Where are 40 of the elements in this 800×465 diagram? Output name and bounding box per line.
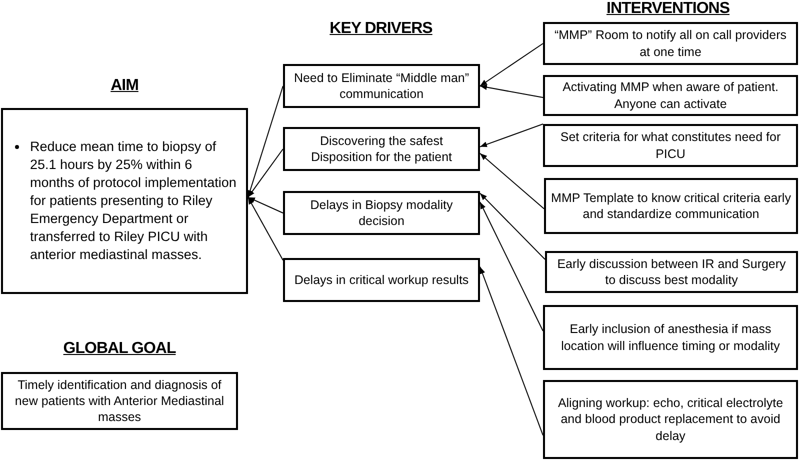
node-text: Early discussion between IR and Surgery to discuss best modality (556, 256, 787, 288)
column-heading: KEY DRIVERS (330, 20, 432, 38)
arrow (480, 84, 544, 98)
text-box (544, 178, 798, 234)
text-box (1, 108, 248, 294)
text-box (283, 64, 480, 108)
node-text: Discovering the safest Disposition for the patient (310, 132, 454, 166)
text-box (543, 380, 798, 459)
text-box (283, 258, 480, 302)
arrow (248, 196, 284, 214)
text-box (543, 75, 798, 116)
arrow (480, 43, 544, 86)
node-text: Activating MMP when aware of patient. Anyone can activate (562, 79, 780, 112)
arrow (248, 196, 284, 261)
arrow (480, 202, 544, 332)
text-box (545, 251, 798, 293)
column-heading: INTERVENTIONS (606, 0, 730, 18)
text-box (543, 22, 798, 65)
node-text: Timely identification and diagnosis of new patients with Anterior Mediastinal masses (14, 376, 226, 426)
text-box (283, 127, 480, 171)
arrow (480, 152, 544, 210)
text-box (543, 124, 798, 167)
aim-text: Reduce mean time to biopsy of 25.1 hours by 25% within 6 months of protocol implementation for patients presenting to Riley Emergency Department or transferred to Riley PICU with anterior mediastinal masses. (30, 138, 238, 264)
arrow (480, 124, 544, 148)
node-text: Delays in Biopsy modality decision (309, 196, 454, 230)
section-heading: AIM (110, 77, 138, 95)
section-heading: GLOBAL GOAL (63, 340, 176, 358)
node-text: “MMP” Room to notify all on call providers at one time (553, 27, 788, 60)
text-box (1, 372, 238, 430)
node-text: Aligning workup: echo, critical electrolyte and blood product replacement to avoid delay (556, 395, 784, 444)
text-box (283, 191, 480, 235)
node-text: Need to Eliminate “Middle man” communication (292, 70, 470, 102)
node-text: Set criteria for what constitutes need for PICU (559, 129, 782, 162)
arrow (480, 192, 546, 260)
node-text: MMP Template to know critical criteria early and standardize communication (550, 190, 792, 222)
arrow (248, 148, 284, 198)
text-box (543, 305, 798, 370)
arrow (480, 266, 544, 436)
node-text: Early inclusion of anesthesia if mass location will influence timing or modality (560, 321, 781, 354)
node-text: Delays in critical workup results (294, 272, 469, 288)
